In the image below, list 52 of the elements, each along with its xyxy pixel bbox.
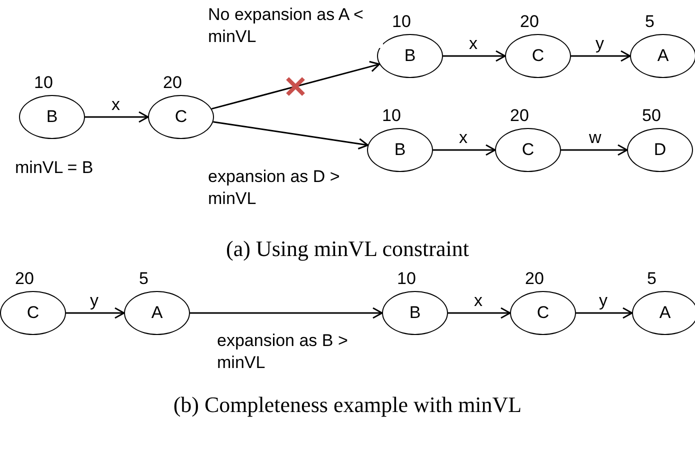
edge-label: x bbox=[474, 290, 482, 312]
node-value: 20 bbox=[525, 269, 544, 289]
arrow bbox=[571, 50, 631, 62]
node-label: A bbox=[151, 303, 163, 323]
node-value: 10 bbox=[397, 269, 416, 289]
arrow bbox=[561, 144, 628, 156]
arrow bbox=[576, 307, 633, 319]
state-ellipse bbox=[632, 291, 695, 335]
node-value: 20 bbox=[520, 12, 539, 32]
note-text: minVL = B bbox=[15, 158, 94, 178]
node-value: 10 bbox=[392, 12, 411, 32]
node-label: C bbox=[532, 46, 544, 66]
node-label: B bbox=[409, 303, 421, 323]
node-label: A bbox=[659, 303, 671, 323]
node-value: 5 bbox=[645, 12, 654, 32]
node-value: 50 bbox=[642, 106, 661, 126]
node-value: 20 bbox=[510, 106, 529, 126]
arrow bbox=[190, 307, 383, 319]
edge-label: x bbox=[469, 33, 478, 55]
arrow bbox=[85, 111, 149, 123]
arrow bbox=[448, 307, 511, 319]
node-value: 10 bbox=[382, 106, 401, 126]
node-value: 20 bbox=[163, 73, 182, 93]
node-label: C bbox=[522, 140, 534, 160]
node-value: 5 bbox=[647, 269, 656, 289]
node-label: B bbox=[404, 46, 416, 66]
edge-label: x bbox=[459, 127, 468, 149]
node-value: 20 bbox=[15, 269, 34, 289]
arrow bbox=[443, 50, 506, 62]
node-label: B bbox=[46, 107, 58, 127]
node-label: C bbox=[174, 107, 188, 127]
arrow bbox=[66, 307, 125, 319]
state-ellipse bbox=[0, 291, 66, 335]
state-ellipse bbox=[630, 34, 695, 78]
node-label: C bbox=[536, 303, 550, 323]
arrow bbox=[433, 144, 496, 156]
node-label: C bbox=[26, 303, 40, 323]
node-value: 5 bbox=[139, 269, 148, 289]
arrow bbox=[211, 60, 380, 110]
caption: (a) Using minVL constraint bbox=[225, 236, 470, 262]
node-label: D bbox=[654, 140, 666, 160]
edge-label: w bbox=[589, 127, 602, 149]
edge-label: x bbox=[112, 94, 120, 116]
arrow bbox=[213, 121, 369, 150]
node-label: A bbox=[657, 46, 669, 66]
node-label: B bbox=[394, 140, 406, 160]
edge-label: y bbox=[599, 290, 608, 312]
caption: (b) Completeness example with minVL bbox=[172, 392, 523, 418]
edge-label: y bbox=[90, 290, 98, 312]
state-ellipse bbox=[377, 34, 443, 78]
edge-label: y bbox=[596, 33, 604, 55]
node-value: 10 bbox=[34, 73, 53, 93]
